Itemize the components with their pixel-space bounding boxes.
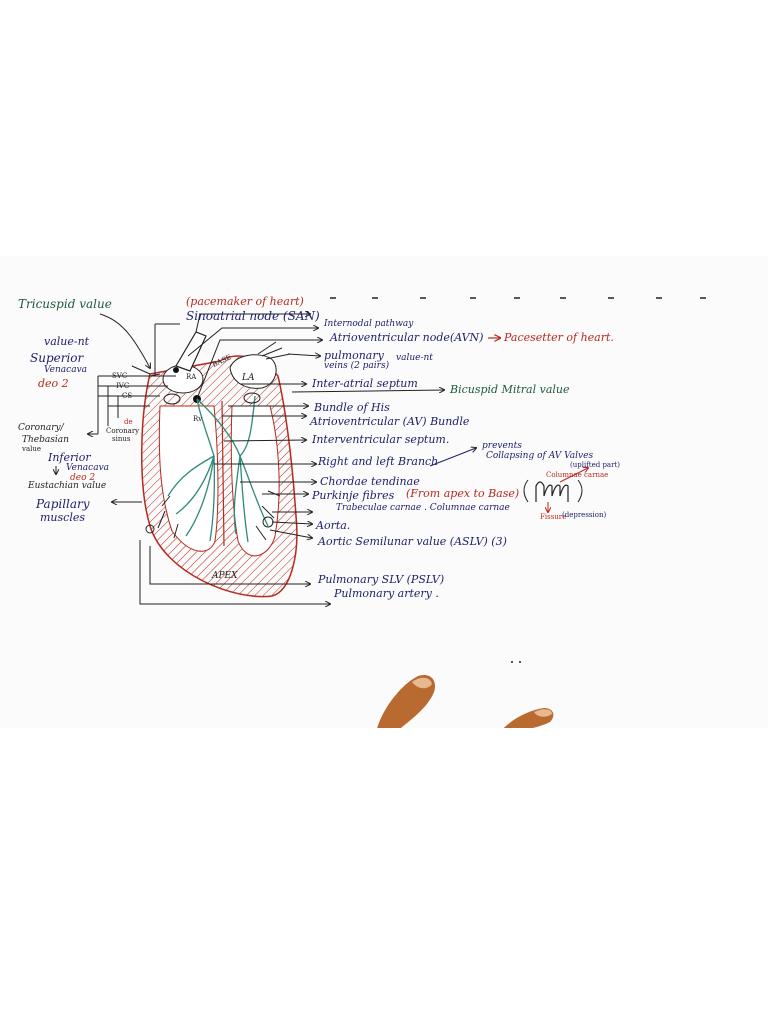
inferior-label: Inferior — [48, 451, 91, 464]
pulmonary-veins-label-b: veins (2 pairs) — [324, 361, 390, 371]
finger-right — [503, 708, 554, 728]
superior-label: Superior — [30, 351, 84, 365]
pacesetter-label: Pacesetter of heart. — [504, 331, 614, 344]
columnae-label: Columnae carnae — [546, 471, 609, 479]
eustachian-label: Eustachian value — [28, 481, 107, 491]
whiteboard-photo: Tricuspid value value-nt Superior Venaca… — [0, 256, 768, 728]
trabeculae-label: Trabeculae carnae . Columnae carnae — [336, 503, 510, 513]
interventricular-septum — [221, 400, 225, 547]
valve-nt-right-label: value-nt — [396, 353, 433, 363]
san-bundle — [175, 331, 207, 372]
coronary-sinus-label-b: sinus — [112, 435, 131, 443]
apex-base-label: (From apex to Base) — [406, 487, 520, 500]
tricuspid-label: Tricuspid value — [18, 297, 112, 311]
tricuspid-ring — [163, 393, 181, 405]
san-label: Sinoatrial node (SAN) — [186, 309, 320, 323]
interatrial-label: Inter-atrial septum — [312, 377, 418, 390]
pulmonary-veins-label-a: pulmonary — [324, 349, 384, 362]
uplifted-label: (uplifted part) — [570, 461, 620, 469]
depression-label: (depression) — [562, 511, 607, 519]
left-ventricle — [230, 405, 280, 557]
right-ventricle — [158, 405, 219, 552]
heart-diagram — [0, 297, 706, 663]
bicuspid-label: Bicuspid Mitral value — [450, 383, 570, 396]
rv-label: Rv — [193, 415, 203, 423]
purkinje-label: Purkinje fibres — [312, 489, 395, 502]
deo2-bottom-label: deo 2 — [70, 473, 96, 483]
muscles-label: muscles — [40, 511, 85, 524]
pulm-artery-label: Pulmonary artery . — [334, 587, 439, 600]
ra-label: RA — [186, 373, 197, 381]
papillary-label: Papillary — [36, 497, 90, 511]
la-label: LA — [242, 373, 255, 383]
fissure-label: Fissure — [540, 513, 567, 521]
cs-label: CS — [122, 392, 133, 400]
bundle-his-label: Bundle of His — [314, 401, 390, 414]
ivc-label: IVC — [116, 382, 130, 390]
svc-label: SVC — [112, 372, 128, 380]
av-bundle-label: Atrioventricular (AV) Bundle — [310, 415, 470, 428]
venacava2-label: Venacava — [66, 463, 110, 473]
coronary-sinus-label-a: Coronary — [106, 427, 140, 435]
sa-node — [173, 367, 179, 373]
pslv-label: Pulmonary SLV (PSLV) — [318, 573, 445, 586]
interventricular-label: Interventricular septum. — [312, 433, 450, 446]
right-atrium — [162, 364, 204, 394]
columnae-squiggle — [535, 481, 569, 502]
internodal-label: Internodal pathway — [324, 319, 414, 329]
coronary-label: Coronary/ — [18, 423, 64, 433]
aorta-label: Aorta. — [316, 519, 351, 532]
valve-nt-label: value-nt — [44, 335, 90, 348]
prevents-label-b: Collapsing of AV Valves — [486, 451, 594, 461]
chordae-label: Chordae tendinae — [320, 475, 420, 488]
venacava-label: Venacava — [44, 365, 88, 375]
right-left-branch-label: Right and left Branch — [318, 455, 439, 468]
aslv-label: Aortic Semilunar value (ASLV) (3) — [318, 535, 507, 548]
pacemaker-label: (pacemaker of heart) — [186, 295, 304, 308]
mitral-ring — [243, 392, 261, 404]
pulmonary-valve — [145, 524, 155, 534]
deo2-top-label: deo 2 — [38, 377, 69, 390]
de-label: de — [124, 418, 133, 426]
prevents-label-a: prevents — [482, 441, 522, 451]
apex-label: APEX — [212, 571, 238, 581]
thebasian-valve-label: value — [22, 445, 42, 453]
avn-label: Atrioventricular node(AVN) — [330, 331, 484, 344]
thebasian-label: Thebasian — [22, 435, 69, 445]
purkinje-fibres — [167, 395, 269, 543]
finger-left — [377, 675, 435, 728]
